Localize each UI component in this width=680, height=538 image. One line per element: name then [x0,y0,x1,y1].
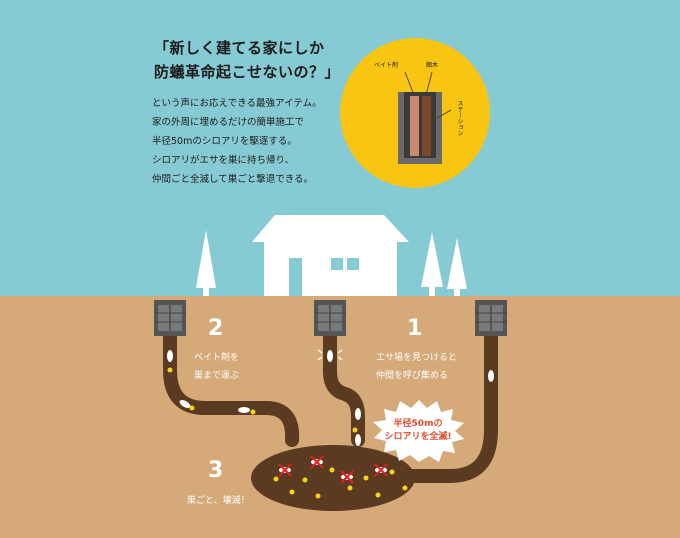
burst-line-2: シロアリを全滅! [384,432,452,442]
body-line-3: 半径50mのシロアリを駆逐する。 [152,136,297,147]
step-3-number: 3 [208,458,224,483]
body-line-1: という声にお応えできる最強アイテム。 [152,98,322,109]
wood-label: 餌木 [426,62,439,69]
alarm-lines [317,349,343,361]
bait-dots [167,367,408,499]
burst-text: 半径50mの シロアリを全滅! [372,418,464,444]
burst-callout [373,400,464,462]
dead-termites [278,455,388,484]
burst-line-1: 半径50mの [393,419,443,429]
headline-line-1: 「新しく建てる家にしか [154,39,325,57]
body-line-4: シロアリがエサを巣に持ち帰り、 [152,155,295,166]
headline-line-2: 防蟻革命起こせないの？」 [154,63,341,81]
step-2-number: 2 [208,316,224,341]
body-line-2: 家の外周に埋めるだけの簡単施工で [152,117,305,128]
station-diagram [398,71,452,164]
trees [196,230,467,296]
stations [154,300,507,336]
step-1-line-2: 仲間を呼び集める [376,371,449,381]
step-3-line-1: 巣ごと、壊滅！ [187,496,250,506]
body-text: という声にお応えできる最強アイテム。 家の外周に埋めるだけの簡単施工で 半径50… [152,94,322,189]
bait-label: ベイト剤 [374,62,399,69]
step-1-line-1: エサ場を見つけると [376,353,458,363]
step-2-line-2: 巣まで運ぶ [194,371,240,381]
station-label: ステーション [456,100,463,136]
house [252,215,409,296]
termites [167,350,494,446]
headline: 「新しく建てる家にしか 防蟻革命起こせないの？」 [154,36,340,84]
step-1-number: 1 [407,316,423,341]
step-2-line-1: ベイト剤を [194,353,240,363]
body-line-5: 仲間ごと全滅して巣ごと撃退できる。 [152,174,314,185]
